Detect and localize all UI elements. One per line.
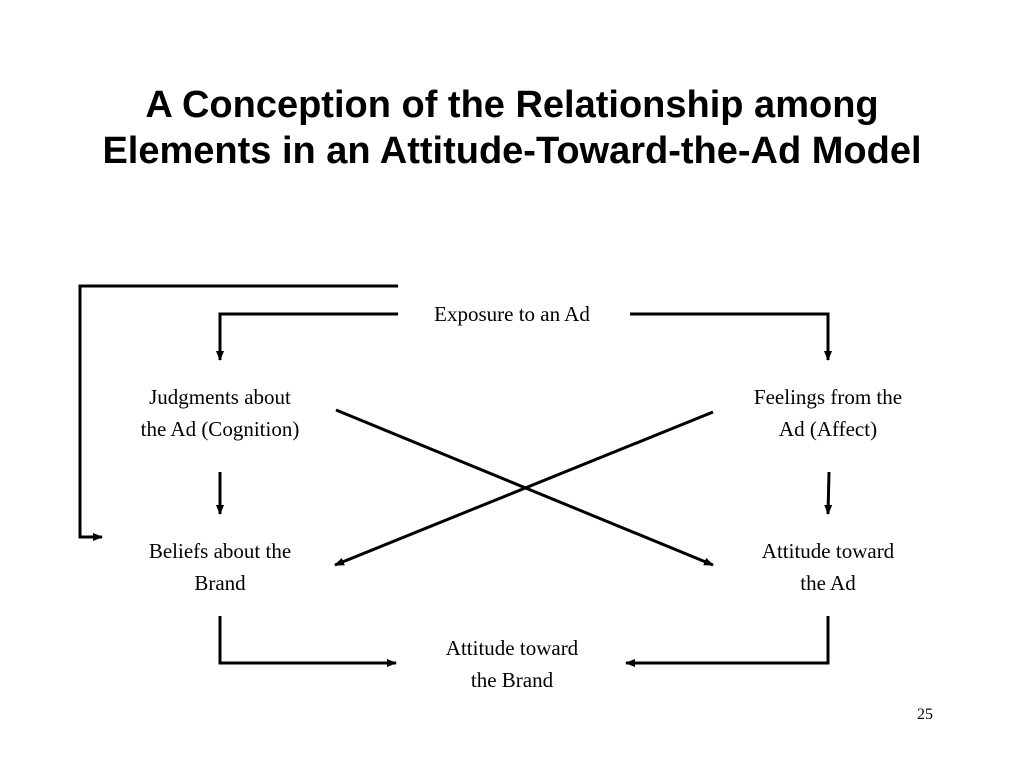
node-attitude-ad: Attitude toward the Ad: [708, 535, 948, 599]
node-feelings-line-2: Ad (Affect): [778, 417, 878, 441]
slide-title-line-1: A Conception of the Relationship among: [145, 84, 879, 126]
node-judgments: Judgments about the Ad (Cognition): [100, 381, 340, 445]
arrow-beliefs-to-attitude-brand: [218, 616, 397, 667]
node-feelings-line-1: Feelings from the: [753, 385, 903, 409]
slide-title-line-2: Elements in an Attitude-Toward-the-Ad Mo…: [102, 130, 922, 172]
node-attitude-ad-line-2: the Ad: [800, 571, 856, 595]
slide-title: A Conception of the Relationship among E…: [0, 82, 1024, 174]
arrow-attitude-ad-to-attitude-brand: [625, 616, 830, 667]
node-attitude-brand-line-1: Attitude toward: [445, 636, 579, 660]
node-exposure-label: Exposure to an Ad: [434, 302, 590, 326]
node-attitude-brand: Attitude toward the Brand: [392, 632, 632, 696]
node-exposure: Exposure to an Ad: [402, 298, 622, 330]
arrow-exposure-to-beliefs: [78, 284, 398, 541]
node-feelings: Feelings from the Ad (Affect): [708, 381, 948, 445]
node-judgments-line-2: the Ad (Cognition): [140, 417, 300, 441]
node-beliefs-line-1: Beliefs about the: [148, 539, 292, 563]
node-attitude-brand-line-2: the Brand: [470, 668, 554, 692]
arrow-exposure-to-feelings: [630, 312, 832, 361]
node-beliefs-line-2: Brand: [194, 571, 246, 595]
arrow-feelings-to-attitude-ad: [824, 471, 833, 515]
arrow-feelings-to-beliefs: [334, 410, 714, 567]
page-number: 25: [917, 706, 933, 723]
node-attitude-ad-line-1: Attitude toward: [761, 539, 895, 563]
node-beliefs: Beliefs about the Brand: [100, 535, 340, 599]
node-judgments-line-1: Judgments about: [149, 385, 291, 409]
arrow-exposure-to-judgments: [216, 312, 398, 361]
